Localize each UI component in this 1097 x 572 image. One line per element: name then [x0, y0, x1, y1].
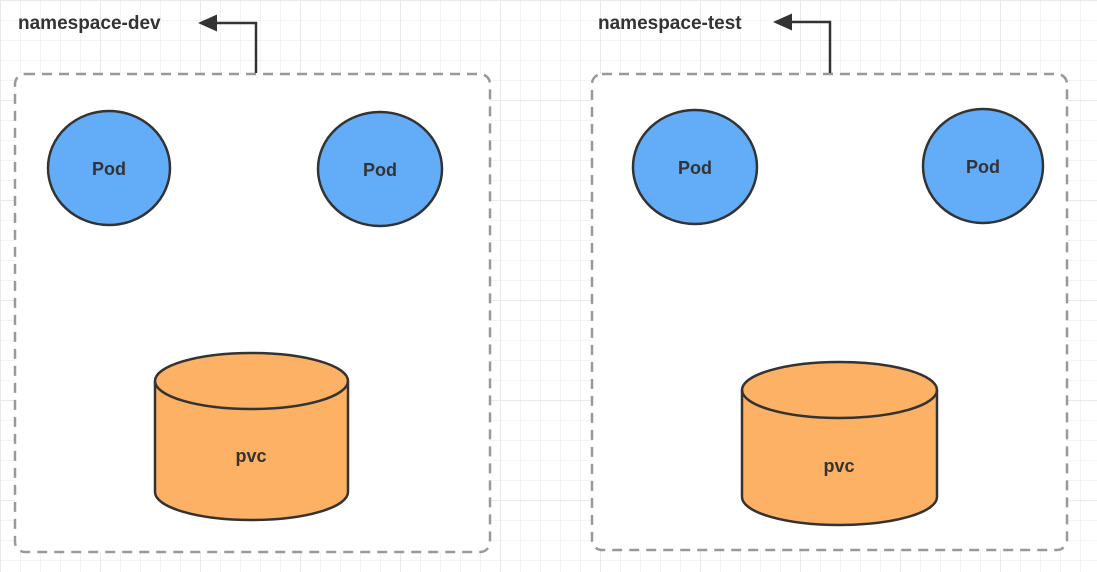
- namespace-dev-label[interactable]: namespace-dev: [18, 13, 161, 34]
- pod-node-label: Pod: [92, 159, 126, 179]
- arrowhead-left-icon: [773, 13, 792, 31]
- namespace-dev-group: namespace-dev Pod Pod pvc: [13, 13, 492, 554]
- pod-node-label: Pod: [966, 157, 1000, 177]
- pod-node[interactable]: [631, 108, 759, 226]
- pod-node[interactable]: [316, 110, 444, 228]
- namespace-test-arrow-connector[interactable]: [791, 20, 832, 73]
- namespace-dev-arrow-connector[interactable]: [216, 21, 258, 73]
- namespace-test-label[interactable]: namespace-test: [598, 13, 742, 34]
- pod-node-label: Pod: [678, 158, 712, 178]
- pvc-cylinder-rim: [153, 380, 350, 411]
- pod-node[interactable]: [921, 107, 1045, 225]
- namespace-test-group: namespace-test Pod Pod pvc: [590, 13, 1069, 552]
- pvc-cylinder-rim: [740, 389, 939, 420]
- pvc-cylinder[interactable]: [153, 351, 350, 522]
- pod-node[interactable]: [46, 109, 172, 227]
- arrowhead-left-icon: [198, 14, 217, 32]
- pvc-node-label: pvc: [823, 456, 854, 476]
- pvc-node-label: pvc: [235, 446, 266, 466]
- pod-node-label: Pod: [363, 160, 397, 180]
- pvc-cylinder[interactable]: [740, 360, 939, 527]
